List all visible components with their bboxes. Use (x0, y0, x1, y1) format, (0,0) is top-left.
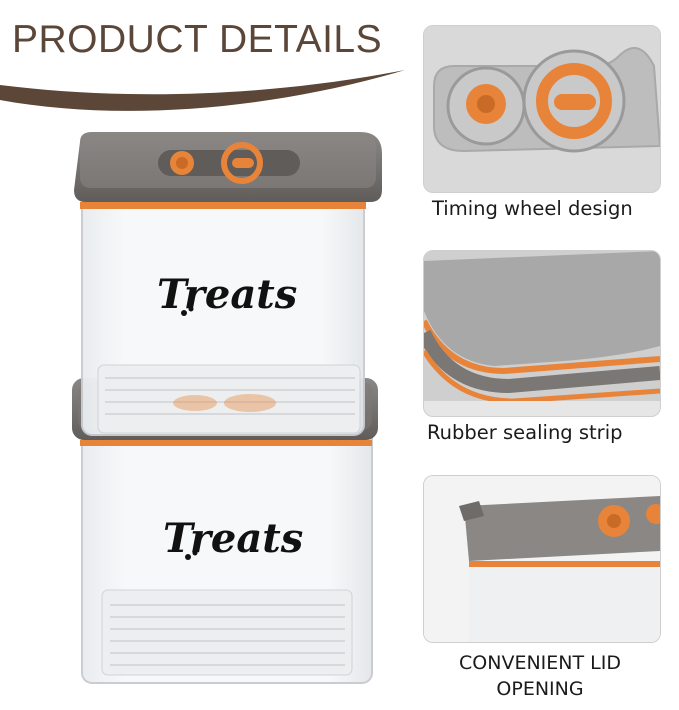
product-image: Treats Treats (72, 132, 382, 684)
caption-lid-opening: CONVENIENT LID OPENING (459, 652, 621, 700)
feature-image-lid-opening (423, 475, 661, 643)
product-label-top: Treats (157, 271, 297, 318)
feature-image-timing-wheel (423, 25, 661, 193)
page-title: PRODUCT DETAILS (12, 18, 383, 61)
caption-sealing-strip: Rubber sealing strip (427, 421, 623, 444)
top-container: Treats (74, 132, 382, 436)
product-label-bottom: Treats (163, 515, 303, 562)
caption-timing-wheel: Timing wheel design (432, 197, 633, 220)
feature-image-sealing-strip (423, 250, 661, 417)
title-swoosh (0, 70, 405, 111)
